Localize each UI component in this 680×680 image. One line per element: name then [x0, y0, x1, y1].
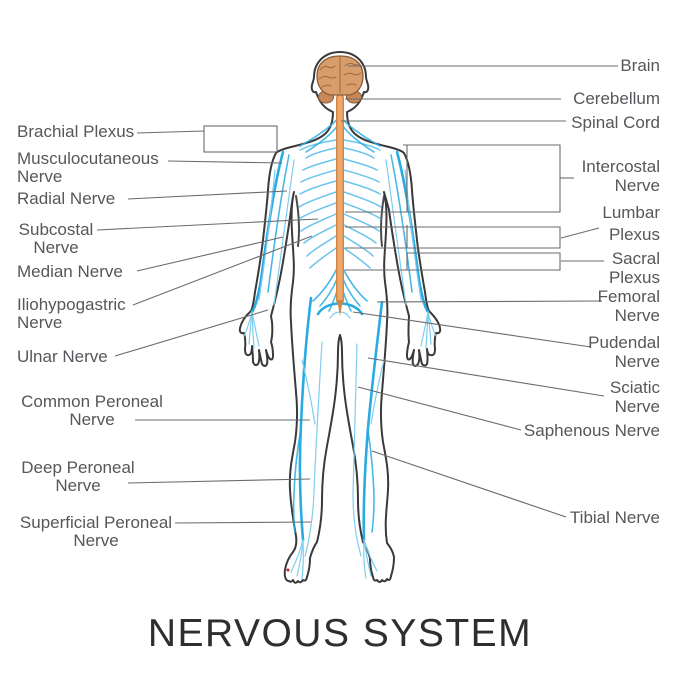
label-text: Nerve — [614, 176, 660, 195]
label-text: Ulnar Nerve — [17, 347, 108, 366]
leader-tibial-nerve — [371, 450, 567, 518]
label-iliohypogastric-nerve: Iliohypogastric Nerve — [17, 296, 137, 332]
leader-saphenous-nerve — [357, 386, 522, 431]
leader-subcostal-nerve — [96, 218, 319, 231]
label-sciatic-nerve: Sciatic Nerve — [610, 378, 660, 416]
label-brain: Brain — [620, 56, 660, 75]
leg-nerves-left — [290, 296, 323, 580]
label-median-nerve: Median Nerve — [17, 263, 123, 281]
spinal-cord-tip — [337, 300, 343, 316]
label-text: Subcostal — [18, 220, 94, 239]
leader-iliohypogastric-nerve — [132, 235, 313, 306]
label-text: Nerve — [73, 531, 119, 550]
label-text: Nerve — [69, 410, 115, 429]
label-text: Musculocutaneous — [17, 149, 159, 168]
label-cerebellum: Cerebellum — [573, 89, 660, 108]
label-tibial-nerve: Tibial Nerve — [570, 508, 660, 527]
diagram-title: NERVOUS SYSTEM — [147, 612, 533, 655]
arm-nerves-right — [385, 150, 437, 349]
label-text: Nerve — [614, 397, 660, 416]
bracket-intercostal-nerve — [345, 144, 574, 213]
leader-femoral-nerve — [376, 300, 603, 303]
bracket-brachial-plexus — [203, 125, 278, 153]
label-intercostal-nerve: Intercostal Nerve — [582, 157, 660, 195]
label-text: Cerebellum — [573, 89, 660, 108]
bracket-lumbar-plexus — [345, 225, 600, 249]
label-ulnar-nerve: Ulnar Nerve — [17, 348, 108, 366]
label-text: Femoral — [597, 287, 660, 306]
label-spinal-cord: Spinal Cord — [571, 113, 660, 132]
label-text: Brain — [620, 56, 660, 75]
label-pudendal-nerve: Pudendal Nerve — [588, 333, 660, 371]
label-radial-nerve: Radial Nerve — [17, 190, 115, 208]
label-text: Sciatic — [609, 378, 660, 397]
label-subcostal-nerve: Subcostal Nerve — [17, 221, 95, 257]
label-text: Nerve — [614, 352, 660, 371]
label-text: Iliohypogastric — [17, 295, 126, 314]
body-silhouette — [238, 51, 442, 584]
leader-musculocutaneous-nerve — [167, 160, 283, 164]
label-text: Plexus — [608, 268, 660, 287]
leg-nerves-right — [352, 300, 385, 579]
leader-deep-peroneal-nerve — [127, 478, 311, 484]
label-text: Saphenous Nerve — [523, 421, 660, 440]
leader-pudendal-nerve — [352, 311, 592, 348]
left-armpit-accent — [295, 195, 301, 247]
label-text: Pudendal — [588, 333, 660, 352]
foot-red-mark — [286, 568, 290, 572]
leader-brachial-plexus — [136, 130, 205, 134]
label-musculocutaneous-nerve: Musculocutaneous Nerve — [17, 150, 169, 186]
right-armpit-accent — [379, 195, 385, 247]
leader-median-nerve — [136, 236, 284, 272]
label-superficial-peroneal-nerve: Superficial Peroneal Nerve — [17, 514, 175, 550]
label-text: Nerve — [55, 476, 101, 495]
spinal-cord-illustration — [336, 94, 344, 316]
label-lumbar-plexus: Lumbar Plexus — [602, 202, 660, 246]
label-text: Deep Peroneal — [21, 458, 135, 477]
label-text: Tibial Nerve — [569, 508, 660, 527]
label-sacral-plexus: Sacral Plexus — [609, 249, 660, 287]
leader-superficial-peroneal-nerve — [174, 521, 312, 524]
leader-lines — [96, 65, 618, 524]
label-text: Nerve — [17, 167, 63, 186]
label-text: Intercostal — [581, 157, 660, 176]
intercostal-nerves-right — [343, 147, 382, 269]
label-text: Nerve — [614, 306, 660, 325]
label-text: Superficial Peroneal — [19, 513, 173, 532]
nerves-illustration — [243, 115, 437, 580]
label-text: Nerve — [17, 313, 63, 332]
intercostal-nerves-left — [298, 147, 337, 269]
leader-sciatic-nerve — [367, 357, 605, 397]
label-text: Spinal Cord — [571, 113, 660, 132]
label-text: Median Nerve — [17, 262, 123, 281]
label-text: Nerve — [33, 238, 79, 257]
leader-radial-nerve — [127, 190, 288, 200]
label-text: Lumbar — [602, 203, 660, 222]
body-outline — [238, 51, 442, 584]
label-text: Radial Nerve — [17, 189, 116, 208]
label-text: Common Peroneal — [21, 392, 163, 411]
label-brachial-plexus: Brachial Plexus — [17, 123, 134, 141]
label-femoral-nerve: Femoral Nerve — [598, 287, 660, 325]
label-text: Sacral — [611, 249, 660, 268]
label-text: Plexus — [608, 225, 660, 244]
label-deep-peroneal-nerve: Deep Peroneal Nerve — [17, 459, 139, 495]
label-common-peroneal-nerve: Common Peroneal Nerve — [17, 393, 167, 429]
label-saphenous-nerve: Saphenous Nerve — [524, 421, 660, 440]
label-text: Brachial Plexus — [17, 122, 135, 141]
bracket-sacral-plexus — [345, 252, 604, 271]
leader-ulnar-nerve — [114, 309, 269, 357]
